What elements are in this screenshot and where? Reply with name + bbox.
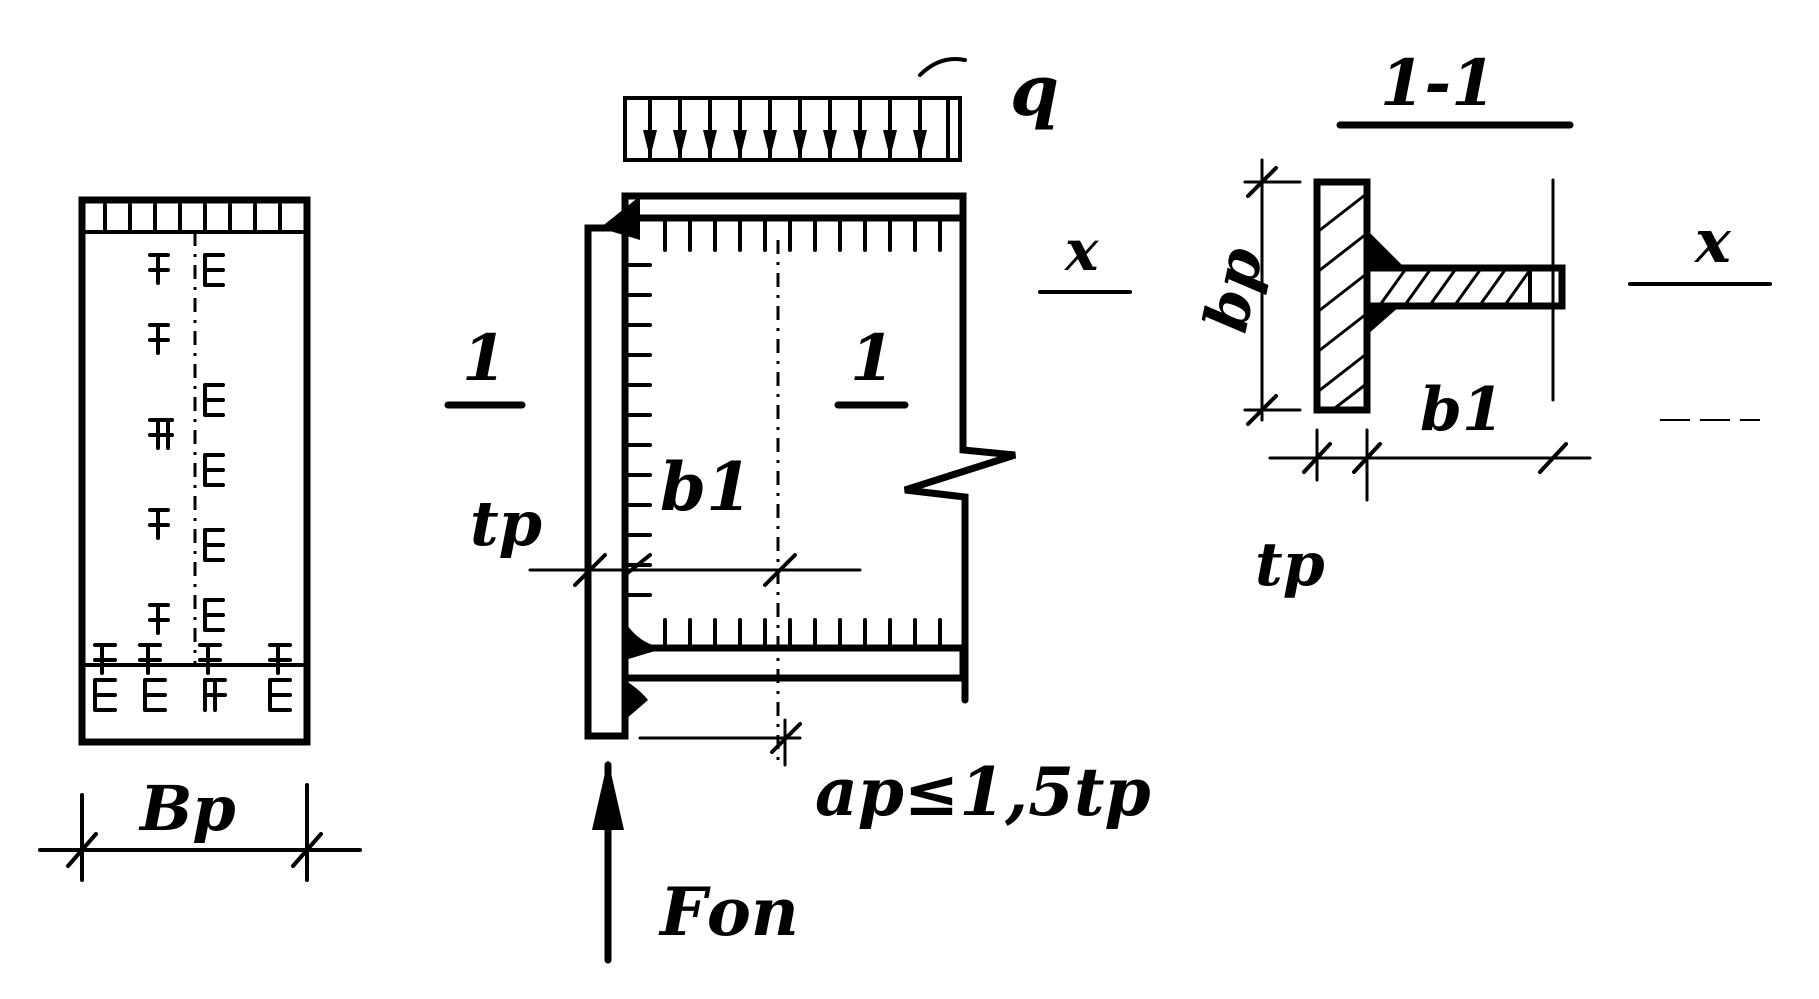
distributed-load: q [623,49,1059,162]
load-leader [918,57,967,77]
plan-weld-marks [93,253,292,712]
support-arrowhead [592,760,624,830]
section-stiffener [1313,178,1371,414]
plan-dimension-tick-left [66,832,98,868]
plan-width-label: Bp [138,772,236,845]
weld-base [625,680,648,720]
section-tp-tick-right [1352,442,1382,474]
plan-weld-ticks-top [103,203,282,234]
support-force-label: Fоп [658,873,799,951]
load-arrowheads [643,130,927,158]
weld-bottom-corner [625,622,665,660]
weld-top-corner [600,196,640,240]
web-break-line [903,214,1017,704]
overhang-label: ap≤1,5tp [815,753,1151,831]
plan-dimension-tick-right [291,832,323,868]
plan-view: Bp [38,196,362,882]
axis-label-right: x [1693,207,1732,277]
web-weld-ticks [626,220,942,650]
b1-tick-left [573,553,607,587]
section-view: 1-1 x bp [1191,46,1772,600]
section-b1-label: b1 [1420,375,1504,445]
cut-label-right: 1 [850,321,895,396]
upper-flange [621,192,967,222]
section-web-hatch [1378,268,1532,307]
section-title: 1-1 [1380,46,1496,121]
cut-label-left: 1 [462,321,507,396]
lower-flange [621,644,967,682]
ap-tick [770,722,802,754]
thickness-label-left: tp [470,487,542,560]
section-bp-tick-bottom [1246,394,1278,426]
section-stiffener-hatch [1318,193,1367,410]
section-web [1363,264,1566,310]
load-label: q [1010,49,1059,132]
plan-plate-outline [78,196,311,746]
bearing-stiffener [584,224,629,740]
b1-label-left: b1 [660,448,752,526]
section-bp-tick-top [1246,166,1278,198]
section-weld-top [1367,230,1405,268]
side-view: q [444,49,1151,964]
section-tp-label: tp [1255,530,1325,600]
b1-tick-right [763,553,797,587]
axis-label-left: x [1064,218,1099,284]
load-block [623,96,962,162]
section-b1-tick-right [1538,442,1568,474]
section-tp-tick-left [1302,442,1332,474]
tp-tick [623,553,652,577]
section-bp-label: bp [1191,241,1277,338]
section-weld-bottom [1367,306,1400,335]
